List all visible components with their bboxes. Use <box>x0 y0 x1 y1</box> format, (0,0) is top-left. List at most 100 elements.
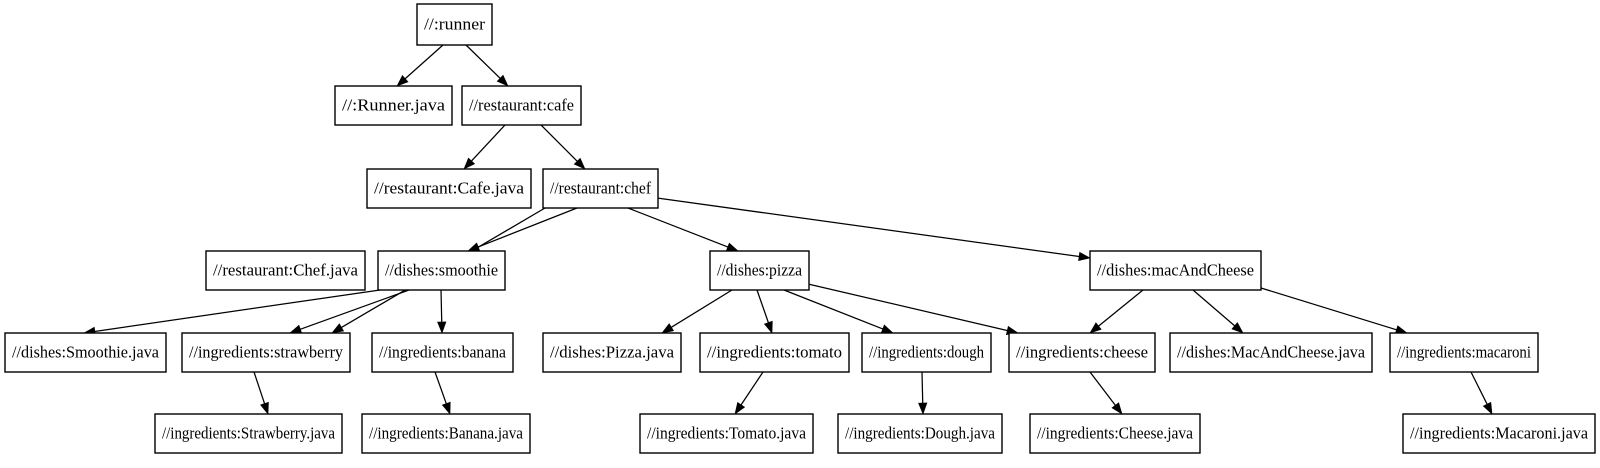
arrowhead-icon <box>437 321 447 334</box>
node-label: //ingredients:Dough.java <box>845 423 996 442</box>
node-box[interactable] <box>4 332 167 373</box>
node-label: //ingredients:Macaroni.java <box>1410 423 1589 442</box>
node-label: //restaurant:Cafe.java <box>374 178 525 197</box>
node-label: //dishes:Pizza.java <box>550 342 675 361</box>
arrowhead-icon <box>661 323 675 334</box>
arrowhead-icon <box>1231 322 1244 334</box>
node-label: //ingredients:strawberry <box>189 342 344 361</box>
edge-runner-to-runner_java <box>396 44 444 87</box>
node-box[interactable] <box>639 413 814 454</box>
edge-line <box>1089 371 1118 408</box>
edge-restaurant_chef-to-dishes_smoothie <box>467 207 578 252</box>
edge-runner-to-restaurant_cafe <box>465 44 509 87</box>
edge-line <box>807 283 1010 332</box>
node-box[interactable] <box>1402 413 1596 454</box>
edge-line <box>627 207 730 249</box>
graph-node-strawberry_java[interactable]: //ingredients:Strawberry.java <box>154 413 343 454</box>
edge-ing_macaroni-to-macaroni_java <box>1470 371 1493 415</box>
graph-node-restaurant_chef[interactable]: //restaurant:chef <box>542 168 659 209</box>
node-box[interactable] <box>361 413 531 454</box>
graph-node-macaroni_java[interactable]: //ingredients:Macaroni.java <box>1402 413 1596 454</box>
graph-node-chef_java[interactable]: //restaurant:Chef.java <box>205 250 366 291</box>
node-box[interactable] <box>377 250 506 291</box>
edge-line <box>440 289 443 325</box>
arrowhead-icon <box>260 401 269 415</box>
graph-node-ing_macaroni[interactable]: //ingredients:macaroni <box>1389 332 1539 373</box>
graph-node-ing_tomato[interactable]: //ingredients:tomato <box>699 332 850 373</box>
node-box[interactable] <box>416 3 493 46</box>
node-box[interactable] <box>837 413 1003 454</box>
arrowhead-icon <box>725 242 739 252</box>
node-label: //ingredients:macaroni <box>1397 342 1531 361</box>
arrowhead-icon <box>331 323 345 334</box>
graph-node-dishes_macandchs[interactable]: //dishes:macAndCheese <box>1089 250 1262 291</box>
node-box[interactable] <box>366 168 532 209</box>
node-label: //ingredients:tomato <box>707 342 842 361</box>
edge-restaurant_cafe-to-cafe_java <box>463 124 506 170</box>
graph-node-macandchs_java[interactable]: //dishes:MacAndCheese.java <box>1169 332 1373 373</box>
graph-node-ing_dough[interactable]: //ingredients:dough <box>861 332 992 373</box>
edge-dishes_macandchs-to-ing_macaroni <box>1260 287 1408 335</box>
edge-restaurant_cafe-to-restaurant_chef <box>540 124 586 170</box>
node-label: //dishes:Smoothie.java <box>12 342 160 361</box>
node-box[interactable] <box>861 332 992 373</box>
graph-node-cafe_java[interactable]: //restaurant:Cafe.java <box>366 168 532 209</box>
arrowhead-icon <box>573 157 586 170</box>
node-box[interactable] <box>1029 413 1201 454</box>
edge-line <box>656 197 1082 258</box>
edge-dishes_pizza-to-pizza_java <box>661 289 733 334</box>
node-label: //restaurant:cafe <box>469 95 574 114</box>
graph-node-banana_java[interactable]: //ingredients:Banana.java <box>361 413 531 454</box>
graph-node-ing_cheese[interactable]: //ingredients:cheese <box>1008 332 1156 373</box>
node-box[interactable] <box>709 250 810 291</box>
arrowhead-icon <box>1089 322 1102 334</box>
arrowhead-icon <box>1482 401 1493 415</box>
node-box[interactable] <box>181 332 351 373</box>
node-box[interactable] <box>461 85 582 126</box>
node-box[interactable] <box>154 413 343 454</box>
graph-node-ing_banana[interactable]: //ingredients:banana <box>371 332 514 373</box>
node-label: //dishes:MacAndCheese.java <box>1177 342 1366 361</box>
node-box[interactable] <box>1089 250 1262 291</box>
node-label: //:Runner.java <box>342 95 446 114</box>
arrowhead-icon <box>463 157 476 170</box>
node-box[interactable] <box>1389 332 1539 373</box>
edge-ing_cheese-to-cheese_java <box>1089 371 1123 415</box>
graph-node-pizza_java[interactable]: //dishes:Pizza.java <box>542 332 682 373</box>
graph-node-tomato_java[interactable]: //ingredients:Tomato.java <box>639 413 814 454</box>
edge-dishes_macandchs-to-ing_cheese <box>1089 289 1144 334</box>
edge-line <box>1192 289 1237 328</box>
arrowhead-icon <box>918 402 928 415</box>
graph-node-cheese_java[interactable]: //ingredients:Cheese.java <box>1029 413 1201 454</box>
arrowhead-icon <box>289 324 303 334</box>
edge-line <box>783 289 885 331</box>
node-box[interactable] <box>205 250 366 291</box>
node-label: //ingredients:Strawberry.java <box>162 423 336 442</box>
arrowhead-icon <box>880 324 894 334</box>
graph-node-smoothie_java[interactable]: //dishes:Smoothie.java <box>4 332 167 373</box>
edge-line <box>253 371 266 406</box>
node-label: //dishes:smoothie <box>385 260 498 279</box>
node-box[interactable] <box>542 168 659 209</box>
graph-node-dough_java[interactable]: //ingredients:Dough.java <box>837 413 1003 454</box>
edge-line <box>1470 371 1489 407</box>
node-box[interactable] <box>371 332 514 373</box>
graph-node-runner[interactable]: //:runner <box>416 3 493 46</box>
graph-node-dishes_pizza[interactable]: //dishes:pizza <box>709 250 810 291</box>
node-label: //ingredients:Cheese.java <box>1037 423 1194 442</box>
graph-node-ing_strawberry[interactable]: //ingredients:strawberry <box>181 332 351 373</box>
graph-node-dishes_smoothie[interactable]: //dishes:smoothie <box>377 250 506 291</box>
node-box[interactable] <box>699 332 850 373</box>
node-box[interactable] <box>1008 332 1156 373</box>
node-label: //restaurant:chef <box>550 178 651 197</box>
node-box[interactable] <box>1169 332 1373 373</box>
arrowhead-icon <box>1078 251 1091 262</box>
node-label: //ingredients:banana <box>379 342 507 361</box>
edge-restaurant_chef-to-dishes_pizza <box>627 207 739 252</box>
node-box[interactable] <box>542 332 682 373</box>
graph-node-restaurant_cafe[interactable]: //restaurant:cafe <box>461 85 582 126</box>
node-label: //dishes:macAndCheese <box>1097 260 1254 279</box>
node-box[interactable] <box>334 85 453 126</box>
arrowhead-icon <box>441 401 451 415</box>
graph-node-runner_java[interactable]: //:Runner.java <box>334 85 453 126</box>
